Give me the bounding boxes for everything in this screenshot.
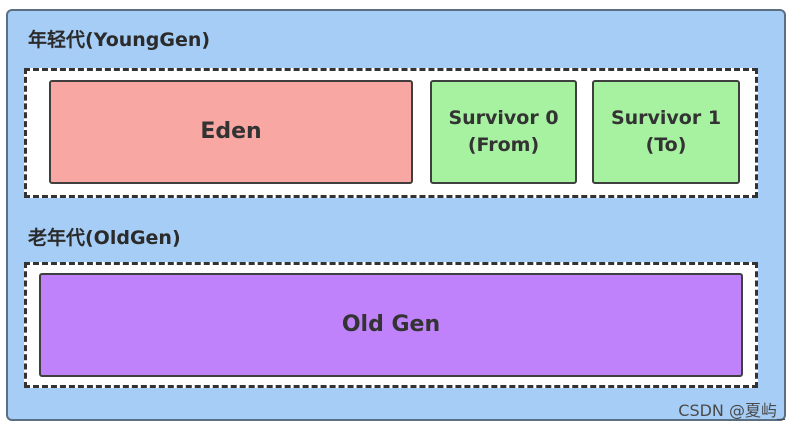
- survivor-0-subtitle: (From): [467, 134, 540, 156]
- old-gen-label: Old Gen: [341, 311, 441, 337]
- survivor-1-subtitle: (To): [645, 134, 687, 156]
- eden-box: Eden: [49, 80, 413, 184]
- young-generation-label: 年轻代(YoungGen): [28, 29, 211, 51]
- old-generation-label: 老年代(OldGen): [28, 227, 181, 249]
- eden-label: Eden: [200, 118, 262, 144]
- survivor-1-box: Survivor 1 (To): [592, 80, 740, 184]
- survivor-1-title: Survivor 1: [610, 107, 722, 130]
- survivor-0-title: Survivor 0: [448, 107, 559, 130]
- survivor-0-box: Survivor 0 (From): [430, 80, 577, 184]
- csdn-watermark: CSDN @夏屿_: [678, 401, 785, 420]
- old-gen-box: Old Gen: [39, 273, 743, 377]
